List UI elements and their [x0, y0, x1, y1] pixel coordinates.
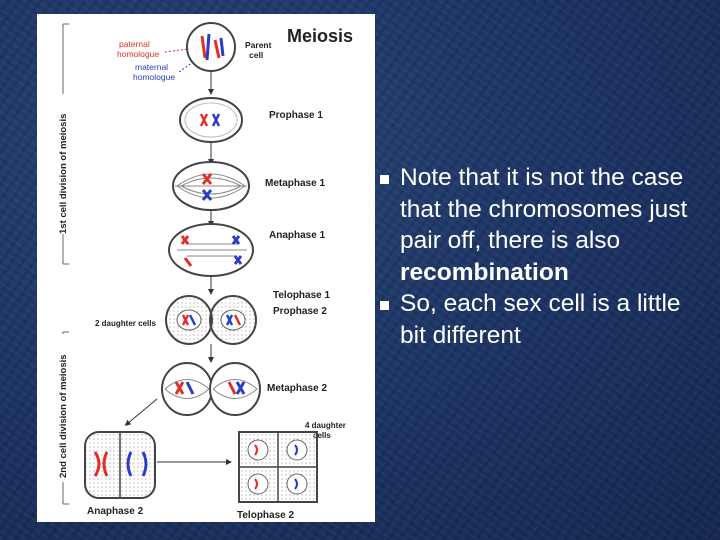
- maternal-homologue-label-2: homologue: [133, 72, 175, 82]
- parent-cell-label: Parent: [245, 40, 272, 50]
- bullet-item-2: So, each sex cell is a little bit differ…: [378, 288, 708, 351]
- meiosis-diagram-svg: 1st cell division of meiosis 2nd cell di…: [52, 22, 353, 521]
- telophase2-label: Telophase 2: [237, 510, 294, 521]
- parent-cell-label-2: cell: [249, 50, 263, 60]
- first-division-label: 1st cell division of meiosis: [58, 114, 69, 234]
- four-daughter-label-2: cells: [313, 431, 331, 440]
- meiosis-diagram: 1st cell division of meiosis 2nd cell di…: [37, 14, 375, 522]
- anaphase1-label: Anaphase 1: [269, 230, 326, 241]
- maternal-homologue-label: maternal: [135, 62, 168, 72]
- square-bullet-icon: [380, 175, 389, 184]
- anaphase2-cells: [84, 431, 156, 499]
- bullet-1-text: Note that it is not the case that the ch…: [400, 164, 688, 254]
- bullet-2-text: So, each sex cell is a little bit differ…: [400, 290, 681, 349]
- figure-title: Meiosis: [287, 26, 353, 46]
- bullet-item-1: Note that it is not the case that the ch…: [378, 162, 708, 288]
- bullet-1-bold-text: recombination: [400, 258, 569, 286]
- telophase2-cells: [238, 431, 318, 503]
- prophase1-label: Prophase 1: [269, 110, 323, 121]
- metaphase1-label: Metaphase 1: [265, 178, 325, 189]
- arrow-icon: [124, 398, 158, 426]
- first-division-bracket: 1st cell division of meiosis: [52, 23, 74, 265]
- four-daughter-label: 4 daughter: [305, 421, 346, 430]
- paternal-homologue-label-2: homologue: [117, 49, 159, 59]
- metaphase1-cell: [172, 161, 250, 211]
- metaphase2-cells: [161, 362, 261, 416]
- second-division-bracket: 2nd cell division of meiosis: [52, 331, 74, 505]
- bullet-list: Note that it is not the case that the ch…: [378, 162, 708, 351]
- second-division-label: 2nd cell division of meiosis: [58, 354, 69, 478]
- telophase1-cells: [165, 295, 257, 345]
- two-daughter-label: 2 daughter cells: [95, 319, 156, 328]
- prophase1-cell: [179, 97, 243, 143]
- anaphase2-label: Anaphase 2: [87, 506, 144, 517]
- telophase1-label: Telophase 1: [273, 290, 330, 301]
- prophase2-label: Prophase 2: [273, 306, 327, 317]
- anaphase1-cell: [168, 223, 254, 277]
- paternal-homologue-label: paternal: [119, 39, 150, 49]
- square-bullet-icon: [380, 301, 389, 310]
- metaphase2-label: Metaphase 2: [267, 383, 327, 394]
- parent-cell: [186, 22, 236, 72]
